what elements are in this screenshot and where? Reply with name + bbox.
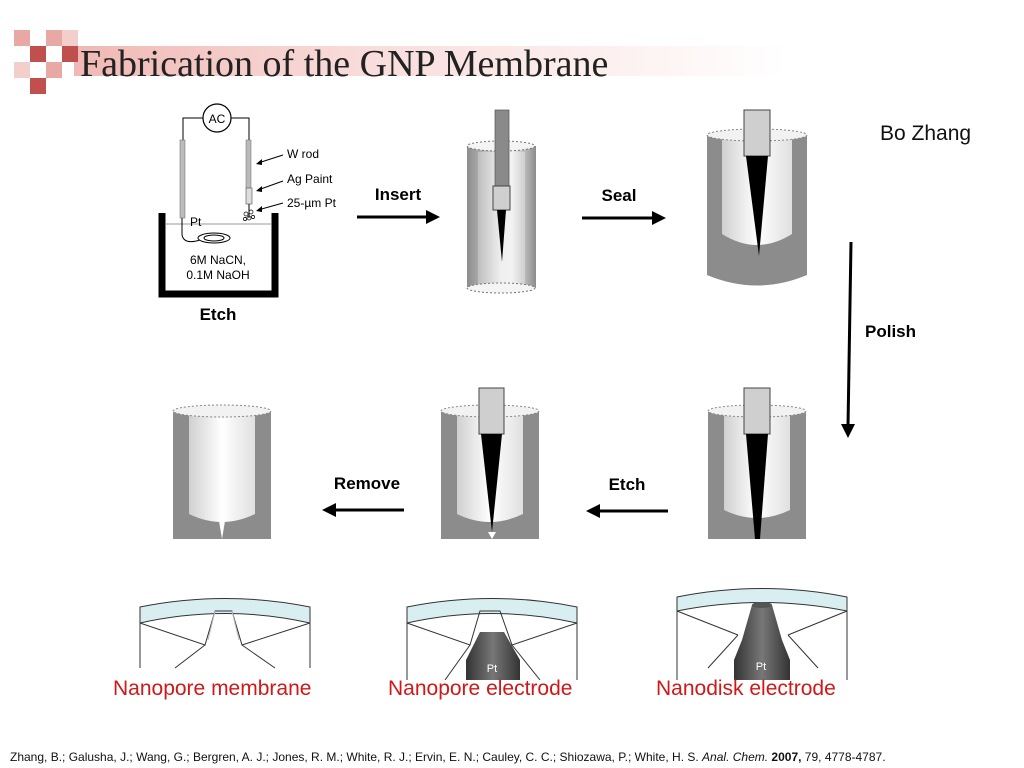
etched-electrode bbox=[440, 387, 540, 539]
svg-text:Insert: Insert bbox=[375, 185, 422, 204]
polished-electrode bbox=[707, 387, 807, 539]
insert-arrow: Insert bbox=[357, 185, 440, 224]
pt-wire-label: 25-µm Pt bbox=[287, 196, 337, 210]
nanopore-membrane-cross-section bbox=[172, 404, 272, 539]
etch-setup: AC Pt W rod Ag Paint 25-µm Pt 6M NaCN, 0… bbox=[158, 103, 337, 324]
seal-arrow: Seal bbox=[582, 186, 666, 225]
reference-details: 79, 4778-4787. bbox=[804, 750, 886, 764]
reference-authors: Zhang, B.; Galusha, J.; Wang, G.; Bergre… bbox=[10, 750, 699, 764]
caption-nanopore-membrane: Nanopore membrane bbox=[113, 677, 312, 700]
pt-coil bbox=[197, 232, 231, 244]
decor-square bbox=[46, 30, 62, 46]
reference-year: 2007, bbox=[771, 750, 802, 764]
svg-text:Etch: Etch bbox=[609, 475, 646, 494]
etch-arrow: Etch bbox=[586, 475, 668, 518]
sealed-electrode bbox=[706, 109, 808, 286]
title-bar: Fabrication of the GNP Membrane bbox=[0, 30, 1024, 94]
svg-text:Polish: Polish bbox=[865, 322, 916, 341]
w-rod bbox=[245, 139, 252, 189]
ag-paint-label: Ag Paint bbox=[287, 172, 333, 186]
polish-arrow: Polish bbox=[841, 241, 916, 438]
decor-square bbox=[30, 78, 46, 94]
reference-journal: Anal. Chem. bbox=[702, 750, 769, 764]
detail-nanodisk-electrode: Pt bbox=[676, 588, 848, 680]
slide-title: Fabrication of the GNP Membrane bbox=[80, 43, 609, 85]
pt-label: Pt bbox=[190, 215, 202, 229]
decor-square bbox=[14, 30, 30, 46]
ag-paint bbox=[245, 187, 253, 205]
svg-text:Seal: Seal bbox=[602, 186, 637, 205]
decor-square bbox=[14, 62, 30, 78]
pt-coil-wire bbox=[181, 218, 201, 243]
inserted-tube bbox=[466, 109, 536, 294]
author-name: Bo Zhang bbox=[880, 122, 972, 145]
decor-square bbox=[62, 46, 78, 62]
svg-text:Remove: Remove bbox=[334, 474, 400, 493]
bubbles bbox=[243, 209, 255, 221]
beaker bbox=[158, 213, 279, 298]
remove-arrow: Remove bbox=[322, 474, 404, 517]
decor-square bbox=[62, 30, 78, 46]
detail-nanopore-electrode: Pt bbox=[406, 598, 578, 680]
etch-caption: Etch bbox=[200, 305, 237, 324]
decor-square bbox=[46, 62, 62, 78]
detail-nanopore-membrane bbox=[139, 598, 311, 669]
fabrication-diagram: AC Pt W rod Ag Paint 25-µm Pt 6M NaCN, 0… bbox=[139, 103, 916, 680]
solution-label-2: 0.1M NaOH bbox=[186, 268, 249, 282]
caption-nanopore-electrode: Nanopore electrode bbox=[388, 677, 573, 700]
counter-electrode bbox=[179, 139, 186, 219]
title-band bbox=[74, 46, 1024, 76]
circuit-wire bbox=[182, 117, 250, 140]
solution-label-1: 6M NaCN, bbox=[190, 253, 246, 267]
decor-square bbox=[30, 46, 46, 62]
detail-pt-label-1: Pt bbox=[487, 663, 497, 675]
detail-pt-label-2: Pt bbox=[756, 661, 766, 673]
ac-label: AC bbox=[209, 112, 226, 126]
caption-nanodisk-electrode: Nanodisk electrode bbox=[656, 677, 836, 700]
reference-citation: Zhang, B.; Galusha, J.; Wang, G.; Bergre… bbox=[10, 750, 886, 764]
w-rod-label: W rod bbox=[287, 147, 319, 161]
